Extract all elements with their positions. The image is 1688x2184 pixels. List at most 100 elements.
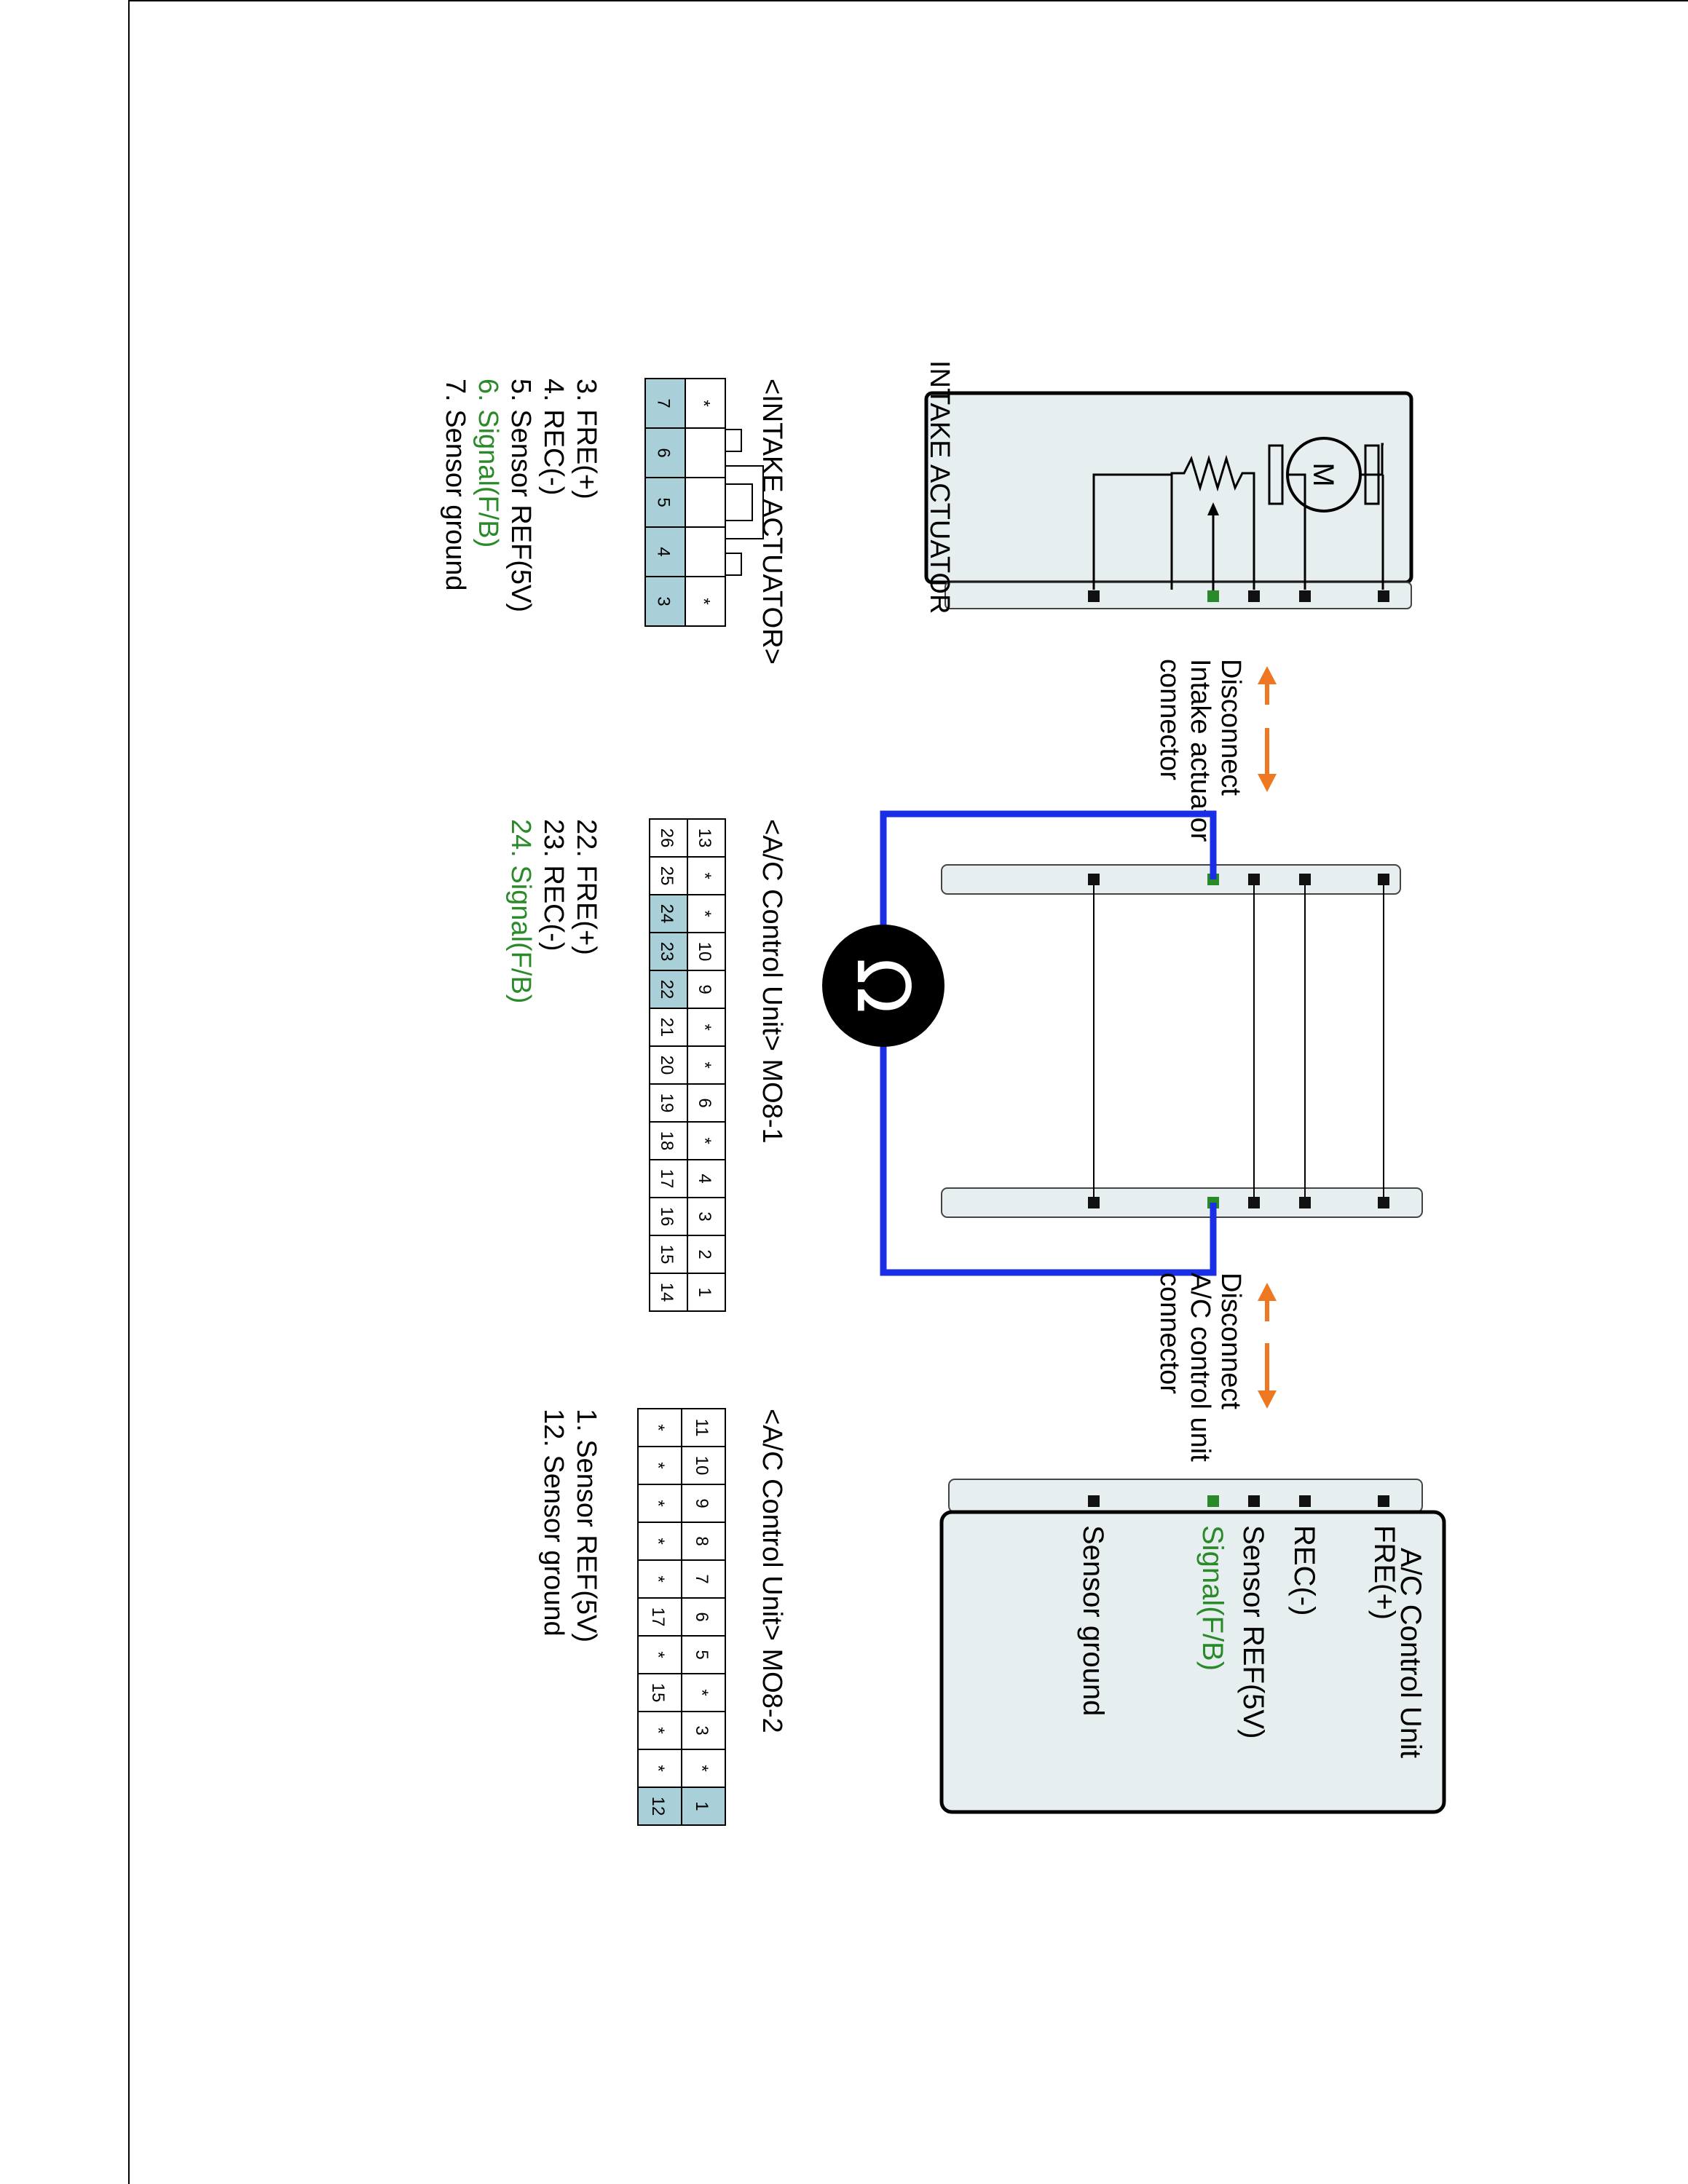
mo8-1-cell-label: 22 bbox=[657, 980, 677, 1000]
mo8-1-cell-label: * bbox=[695, 1024, 714, 1030]
mo8-1-cell-label: * bbox=[695, 910, 714, 917]
ohmmeter-loop: Ω bbox=[822, 810, 1217, 1276]
mo8-2-connector-face: <A/C Control Unit> MO8-2 111098765*3*1**… bbox=[538, 1408, 787, 1826]
mo8-1-cell-label: * bbox=[695, 1137, 714, 1144]
intake-pin-5 bbox=[1088, 590, 1100, 602]
mo8-1-cell-label: 6 bbox=[695, 1098, 714, 1107]
mo8-2-cell-label: 7 bbox=[692, 1574, 711, 1583]
mo8-2-cell-label: * bbox=[692, 1765, 711, 1771]
arrow-right-icon-2 bbox=[1258, 1390, 1277, 1409]
mo8-1-cell-label: 21 bbox=[657, 1018, 677, 1037]
mo8-2-cell-label: * bbox=[648, 1651, 668, 1658]
mo8-2-cell-label: * bbox=[648, 1765, 668, 1771]
intake-connector-cell-label: 3 bbox=[654, 596, 674, 606]
intake-connector-cell-label: 5 bbox=[654, 497, 674, 507]
mo8-1-cell-label: 16 bbox=[657, 1207, 677, 1227]
mo8-2-cell-label: 10 bbox=[692, 1456, 711, 1476]
intake-pin-2 bbox=[1299, 590, 1311, 602]
page-frame bbox=[128, 0, 1688, 2184]
mo8-2-legend-1: 1. Sensor REF(5V) bbox=[571, 1409, 602, 1642]
mo8-1-cell-label: 3 bbox=[695, 1211, 714, 1221]
mo8-2-cell-label: 8 bbox=[692, 1536, 711, 1546]
acu-pin-strip bbox=[948, 1479, 1423, 1513]
mo8-2-cell-label: * bbox=[648, 1500, 668, 1506]
intake-connector-cell bbox=[685, 477, 726, 528]
intake-pin-3 bbox=[1248, 590, 1260, 602]
ac-control-unit-block: A/C Control Unit FRE(+) REC(-) Sensor RE… bbox=[939, 1479, 1446, 1814]
mo8-2-cell-label: 6 bbox=[692, 1612, 711, 1621]
mo8-1-cell-label: 26 bbox=[657, 828, 677, 848]
ohmmeter-icon: Ω bbox=[822, 925, 944, 1047]
mo8-1-cell-label: 1 bbox=[695, 1287, 714, 1297]
mo8-1-cell-label: * bbox=[695, 1061, 714, 1068]
intake-connector-cell bbox=[685, 427, 726, 478]
disconnect-acu-line2: A/C control unit bbox=[1185, 1273, 1215, 1462]
mo8-1-cell-label: 20 bbox=[657, 1056, 677, 1075]
acu-box bbox=[939, 1510, 1446, 1814]
intake-legend-4: 4. REC(-) bbox=[538, 379, 569, 495]
mo8-2-cell-label: * bbox=[648, 1727, 668, 1733]
intake-connector-cell bbox=[685, 526, 726, 577]
intake-legend-5: 5. Sensor REF(5V) bbox=[505, 379, 536, 612]
harness bbox=[941, 864, 1423, 1218]
acu-pin-rec: REC(-) bbox=[1288, 1525, 1320, 1615]
mo8-1-legend-23: 23. REC(-) bbox=[538, 819, 569, 951]
mo8-2-cell-label: 11 bbox=[692, 1419, 711, 1437]
disconnect-acu-line1: Disconnect bbox=[1215, 1273, 1246, 1409]
mo8-1-cell-label: 23 bbox=[657, 942, 677, 962]
mo8-1-legend-24: 24. Signal(F/B) bbox=[505, 819, 536, 1003]
mo8-1-cell-label: 4 bbox=[695, 1174, 714, 1183]
acu-pin-signal: Signal(F/B) bbox=[1196, 1525, 1228, 1671]
arrow-right-icon bbox=[1258, 774, 1277, 792]
mo8-1-cell-label: 13 bbox=[695, 828, 714, 848]
harness-connector-right bbox=[941, 1187, 1423, 1218]
svg-text:Ω: Ω bbox=[840, 958, 926, 1013]
intake-pin-1 bbox=[1378, 590, 1389, 602]
potentiometer-icon bbox=[1092, 454, 1255, 597]
arrow-left-icon bbox=[1258, 666, 1277, 684]
mo8-1-cell-label: 10 bbox=[695, 942, 714, 962]
intake-connector-cell-label: 6 bbox=[654, 448, 674, 457]
intake-legend-3: 3. FRE(+) bbox=[571, 379, 602, 499]
mo8-1-cell-label: 17 bbox=[657, 1169, 677, 1189]
mo8-2-cell-label: * bbox=[648, 1575, 668, 1582]
mo8-1-cell-label: 25 bbox=[657, 866, 677, 886]
disconnect-acu-line3: connector bbox=[1154, 1273, 1185, 1394]
mo8-1-legend-22: 22. FRE(+) bbox=[571, 819, 602, 955]
mo8-2-cell-label: * bbox=[692, 1689, 711, 1696]
mo8-2-cell-label: * bbox=[648, 1538, 668, 1544]
mo8-2-cell-label: 3 bbox=[692, 1725, 711, 1735]
acu-pin-ground: Sensor ground bbox=[1077, 1525, 1109, 1716]
acu-pin-fre: FRE(+) bbox=[1368, 1525, 1400, 1620]
acu-pin-ref: Sensor REF(5V) bbox=[1237, 1525, 1269, 1738]
mo8-2-cell-label: 15 bbox=[648, 1683, 668, 1703]
mo8-1-cell-label: 9 bbox=[695, 984, 714, 994]
mo8-2-cell-label: * bbox=[648, 1462, 668, 1468]
intake-legend-7: 7. Sensor ground bbox=[440, 379, 470, 591]
motor-symbol: M bbox=[1307, 462, 1339, 486]
mo8-2-cell-label: 17 bbox=[648, 1607, 668, 1627]
disconnect-intake-line1: Disconnect bbox=[1215, 659, 1246, 796]
mo8-2-cell-label: 12 bbox=[648, 1797, 668, 1816]
intake-connector-cell-label: 4 bbox=[654, 547, 674, 556]
disconnect-intake-line3: connector bbox=[1154, 659, 1185, 780]
intake-actuator-pin-strip bbox=[944, 582, 1412, 609]
intake-connector-cell-label: * bbox=[694, 400, 714, 406]
intake-pin-signal bbox=[1207, 590, 1219, 602]
intake-actuator-title: INTAKE ACTUATOR bbox=[924, 360, 955, 614]
arrow-left-icon-2 bbox=[1258, 1283, 1277, 1301]
mo8-1-cell-label: * bbox=[695, 872, 714, 879]
mo8-1-title: <A/C Control Unit> MO8-1 bbox=[757, 819, 787, 1144]
intake-connector-cell bbox=[644, 576, 686, 627]
mo8-2-cell bbox=[637, 1787, 682, 1826]
mo8-1-cell-label: 19 bbox=[657, 1093, 677, 1113]
intake-legend-6: 6. Signal(F/B) bbox=[473, 379, 503, 547]
mo8-1-cell-label: 24 bbox=[657, 904, 677, 924]
intake-connector-cell-label: * bbox=[694, 598, 714, 604]
mo8-1-cell-label: 15 bbox=[657, 1245, 677, 1265]
mo8-1-cell-label: 2 bbox=[695, 1249, 714, 1259]
mo8-1-cell-label: 18 bbox=[657, 1131, 677, 1151]
mo8-2-title: <A/C Control Unit> MO8-2 bbox=[757, 1409, 787, 1733]
